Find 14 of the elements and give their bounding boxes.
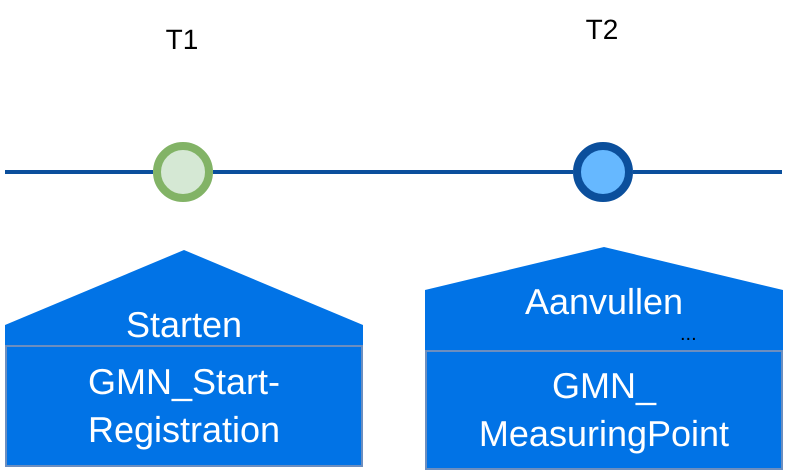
message-box <box>425 350 783 470</box>
timeline-line <box>633 170 782 174</box>
timeline-line <box>5 170 153 174</box>
ellipsis-text: ... <box>680 324 697 344</box>
timeline-line <box>213 170 573 174</box>
step-header <box>425 247 783 350</box>
time-label: T1 <box>166 24 198 56</box>
message-box <box>5 345 363 467</box>
step-title: Aanvullen <box>524 280 684 324</box>
message-name: GMN_Start- Registration <box>86 360 282 452</box>
message-name: GMN_ MeasuringPoint <box>478 364 730 456</box>
time-label: T2 <box>586 14 618 46</box>
step-title: Starten <box>124 303 244 347</box>
step-header <box>5 250 363 345</box>
